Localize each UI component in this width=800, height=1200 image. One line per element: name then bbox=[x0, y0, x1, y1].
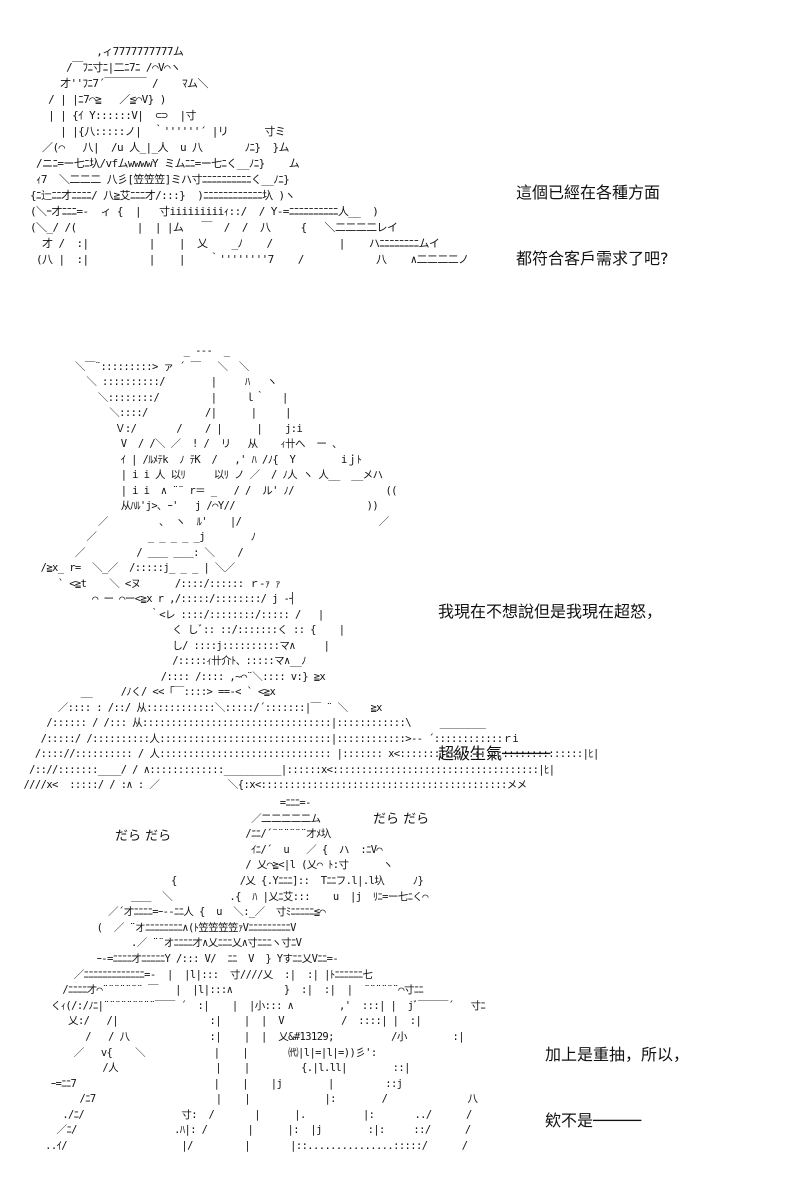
sound-effect-text: だら だら bbox=[373, 812, 430, 827]
comic-panel-3: だら だら だら だら =ﾆﾆﾆ=- ／二二二二二ム /ﾆﾆ/´¨¨¨¨¨¨才ﾒ… bbox=[0, 790, 800, 1190]
ascii-art-character-pondering: ,ィ7777777777ム /￣ﾌﾆ寸ﾆ|二ﾆ7ﾆ /⌒V⌒ヽ 才''ﾌﾆ7´￣… bbox=[30, 45, 469, 266]
ascii-art-character-angry: _ -‐- _ ＼￣¨:::::::::> ァ ´ ￣ ＼ ＼ ＼ ::::::… bbox=[23, 345, 599, 791]
dialogue-line: 加上是重抽，所以， bbox=[545, 1045, 690, 1064]
dialogue-line: 我現在不想說但是我現在超怒， bbox=[438, 602, 663, 621]
dialogue-text: 我現在不想說但是我現在超怒， 超級生氣───── bbox=[438, 552, 662, 814]
dialogue-line: 都符合客戶需求了吧? bbox=[516, 249, 669, 268]
comic-panel-2: _ -‐- _ ＼￣¨:::::::::> ァ ´ ￣ ＼ ＼ ＼ ::::::… bbox=[0, 340, 800, 791]
dialogue-text: 加上是重抽，所以， 欸不是───── bbox=[545, 1000, 689, 1176]
comic-panel-1: ,ィ7777777777ム /￣ﾌﾆ寸ﾆ|二ﾆ7ﾆ /⌒V⌒ヽ 才''ﾌﾆ7´￣… bbox=[0, 30, 800, 310]
dialogue-line: 這個已經在各種方面 bbox=[516, 183, 661, 202]
ascii-art-character-sweating: =ﾆﾆﾆ=- ／二二二二二ム /ﾆﾆ/´¨¨¨¨¨¨才ﾒ圦 ｲﾆ/´ u ／ {… bbox=[45, 797, 486, 1153]
dialogue-line: 欸不是───── bbox=[545, 1111, 642, 1130]
dialogue-text: 這個已經在各種方面 都符合客戶需求了吧? bbox=[516, 138, 669, 314]
sound-effect-text: だら だら bbox=[115, 829, 172, 844]
dialogue-line: 超級生氣───── bbox=[438, 744, 551, 763]
